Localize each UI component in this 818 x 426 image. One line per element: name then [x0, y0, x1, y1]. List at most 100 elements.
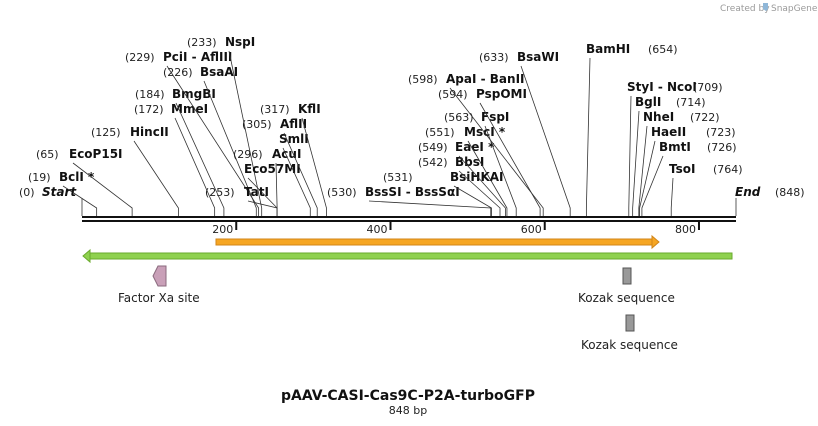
- site-line-kfli: [301, 117, 327, 216]
- site-label-fspi: FspI: [481, 110, 509, 124]
- end-label: End: [735, 185, 761, 199]
- site-position-tati: (253): [205, 186, 235, 199]
- site-position-bcli: (19): [28, 171, 51, 184]
- axis-tick-label-200: 200: [212, 223, 233, 236]
- site-label-bcli: BclI *: [59, 170, 95, 184]
- site-position-bgli: (714): [676, 96, 706, 109]
- site-label-bsawi: BsaWI: [517, 50, 559, 64]
- site-position-bsihkai: (531): [383, 171, 413, 184]
- site-label-bmti: BmtI: [659, 140, 691, 154]
- site-line-bcli: [62, 185, 98, 216]
- site-line-smli: [282, 147, 311, 216]
- green-feature-arrow: [82, 248, 733, 264]
- site-line-bmgbi: [175, 102, 225, 216]
- site-label-eco57mi: Eco57MI: [244, 162, 301, 176]
- site-label-tati: TatI: [244, 185, 269, 199]
- site-label-bsssi-bsss-i: BssSI - BssSαI: [365, 185, 460, 199]
- factor-xa-site-label: Factor Xa site: [118, 291, 200, 305]
- site-position-bbsi: (542): [418, 156, 448, 169]
- site-position-styi-ncoi: (709): [693, 81, 723, 94]
- site-position-fspi: (563): [444, 111, 474, 124]
- site-position-bmgbi: (184): [135, 88, 165, 101]
- site-position-bmti: (726): [707, 141, 737, 154]
- site-label-bgli: BglI: [635, 95, 661, 109]
- site-label-eaei: EaeI *: [455, 140, 495, 154]
- site-position-acui: (296): [233, 148, 263, 161]
- end-position: (848): [775, 186, 805, 199]
- site-position-bsssi-bsss-i: (530): [327, 186, 357, 199]
- site-line-bmti: [641, 155, 664, 216]
- site-position-tsoi: (764): [713, 163, 743, 176]
- site-label-hincii: HincII: [130, 125, 169, 139]
- site-label-nspi: NspI: [225, 35, 255, 49]
- site-label-kfli: KflI: [298, 102, 321, 116]
- site-position-msci: (551): [425, 126, 455, 139]
- site-label-msci: MscI *: [464, 125, 506, 139]
- axis-tick-label-600: 600: [521, 223, 542, 236]
- site-line-mmei: [174, 117, 216, 216]
- site-position-bsaai: (226): [163, 66, 193, 79]
- site-label-haeii: HaeII: [651, 125, 686, 139]
- site-line-bsssi-bsss-i: [368, 200, 492, 216]
- site-label-tsoi: TsoI: [669, 162, 695, 176]
- kozak-sequence-label-2: Kozak sequence: [581, 338, 678, 352]
- site-label-bamhi: BamHI: [586, 42, 630, 56]
- site-label-bbsi: BbsI: [455, 155, 484, 169]
- site-label-acui: AcuI: [272, 147, 301, 161]
- site-position-mmei: (172): [134, 103, 164, 116]
- orange-feature-arrow: [215, 234, 660, 250]
- snapgene-logo-icon: [763, 3, 768, 11]
- site-position-pcii-afliii: (229): [125, 51, 155, 64]
- site-line-nspi: [228, 50, 263, 216]
- site-line-styi-ncoi: [628, 95, 632, 216]
- site-line-acui: [275, 162, 278, 216]
- axis-ticks: 200 400 600 800: [212, 221, 700, 236]
- site-label-bsihkai: BsiHKAI: [450, 170, 504, 184]
- site-line-bsihkai: [453, 185, 492, 216]
- snapgene-brand-text: SnapGene: [771, 4, 818, 14]
- site-line-tsoi: [670, 177, 674, 216]
- axis-tick-label-800: 800: [675, 223, 696, 236]
- site-line-bamhi: [585, 57, 591, 216]
- site-line-bsaai: [203, 80, 257, 216]
- sequence-backbone: [82, 216, 736, 222]
- site-line-eaei: [458, 155, 506, 216]
- site-position-eaei: (549): [418, 141, 448, 154]
- site-line-nhei: [638, 125, 648, 216]
- site-label-bsaai: BsaAI: [200, 65, 238, 79]
- site-position-nhei: (722): [690, 111, 720, 124]
- kozak-sequence-marker-1: [622, 267, 632, 285]
- restriction-sites: (19)BclI *(65)EcoP15I(125)HincII(172)Mme…: [28, 35, 743, 216]
- site-position-kfli: (317): [260, 103, 290, 116]
- site-line-apai-banii: [449, 87, 544, 216]
- site-line-ecop15i: [72, 162, 133, 216]
- site-line-bbsi: [458, 170, 501, 216]
- created-by-text: Created by: [720, 4, 770, 14]
- site-position-nspi: (233): [187, 36, 217, 49]
- site-line-haeii: [639, 140, 656, 216]
- axis-tick-label-400: 400: [366, 223, 387, 236]
- site-line-msci: [467, 140, 508, 216]
- site-line-bgli: [632, 110, 640, 216]
- factor-xa-site-marker: [152, 265, 167, 287]
- site-label-pspomi: PspOMI: [476, 87, 527, 101]
- plasmid-title: pAAV-CASI-Cas9C-P2A-turboGFP: [281, 388, 535, 404]
- site-label-ecop15i: EcoP15I: [69, 147, 123, 161]
- site-label-pcii-afliii: PciI - AflIII: [163, 50, 232, 64]
- plasmid-length: 848 bp: [389, 404, 427, 417]
- site-line-bsawi: [520, 65, 571, 216]
- site-label-nhei: NheI: [643, 110, 674, 124]
- site-line-pcii-afliii: [166, 65, 260, 216]
- site-position-haeii: (723): [706, 126, 736, 139]
- kozak-sequence-label-1: Kozak sequence: [578, 291, 675, 305]
- kozak-sequence-marker-2: [625, 314, 635, 332]
- start-position: (0): [19, 186, 35, 199]
- site-line-hincii: [133, 140, 179, 216]
- site-position-aflii: (305): [242, 118, 272, 131]
- site-line-aflii: [283, 132, 318, 216]
- site-label-aflii: AflII: [280, 117, 307, 131]
- site-position-bsawi: (633): [479, 51, 509, 64]
- site-label-smli: SmlI: [279, 132, 309, 146]
- site-position-ecop15i: (65): [36, 148, 59, 161]
